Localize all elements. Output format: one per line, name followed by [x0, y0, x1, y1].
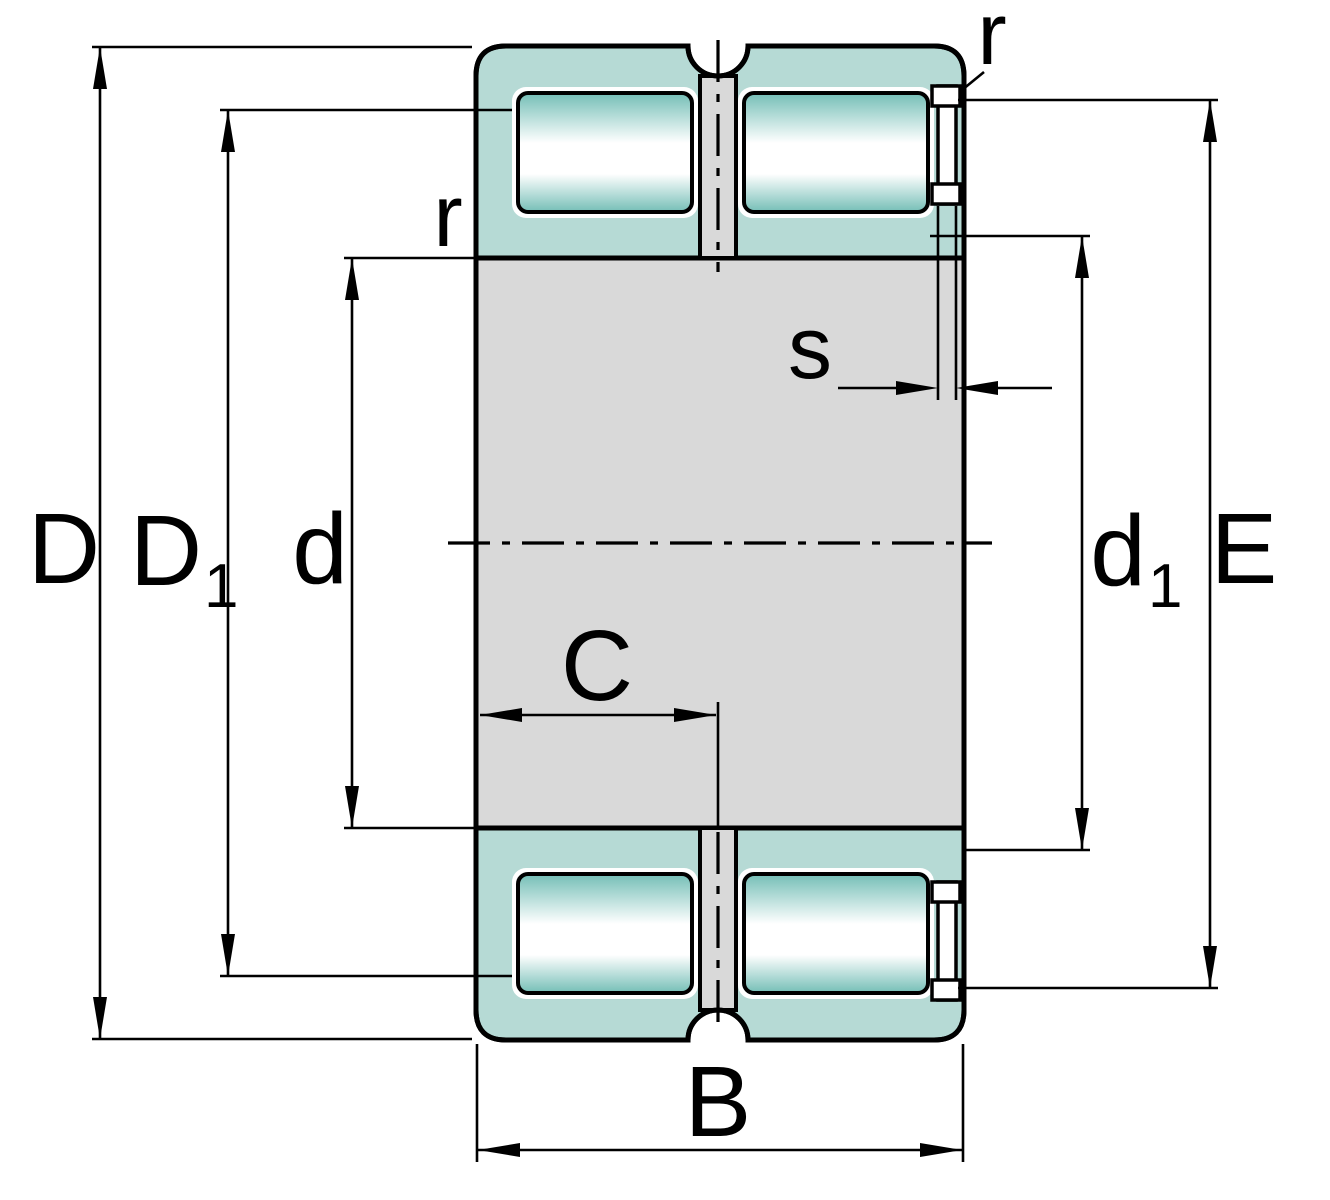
dimension-d1: d 1	[930, 234, 1182, 852]
dimension-label-D1-sub: 1	[204, 552, 238, 621]
dimension-label-E: E	[1211, 493, 1278, 605]
dimension-d: d	[292, 256, 474, 830]
dimension-label-C: C	[561, 610, 633, 722]
dimension-label-s: s	[788, 298, 832, 397]
label-r-top: r	[977, 0, 1006, 83]
dimension-label-D1: D	[130, 495, 202, 607]
label-r-top-group: r	[961, 0, 1007, 92]
roller-top-right	[742, 91, 930, 214]
snap-ring-bottom-lower	[930, 978, 962, 1002]
bearing-body	[476, 46, 964, 1040]
dimension-s: s	[788, 206, 1052, 400]
dimension-label-d1-sub: 1	[1148, 552, 1182, 621]
snap-ring-groove-bottom	[930, 880, 962, 1002]
dimension-label-B: B	[685, 1046, 752, 1158]
snap-ring-top-lower	[930, 182, 962, 206]
dimension-D1: D 1	[130, 108, 512, 978]
dimension-E: E	[958, 98, 1278, 990]
roller-bottom-left	[516, 872, 694, 995]
snap-ring-groove-top	[930, 84, 962, 206]
snap-ring-top-upper	[930, 84, 962, 108]
dimension-label-d1: d	[1090, 495, 1146, 607]
label-r-left: r	[433, 166, 462, 265]
bearing-outline	[473, 43, 967, 1043]
roller-bottom-right	[742, 872, 930, 995]
dimension-label-d: d	[292, 493, 348, 605]
roller-top-left	[516, 91, 694, 214]
center-strip-top	[698, 74, 738, 260]
dimension-label-D: D	[28, 493, 100, 605]
dimension-C: C	[480, 610, 720, 830]
dimension-D: D	[28, 45, 472, 1041]
dimension-B: B	[475, 1044, 965, 1162]
snap-ring-bottom-upper	[930, 880, 962, 904]
